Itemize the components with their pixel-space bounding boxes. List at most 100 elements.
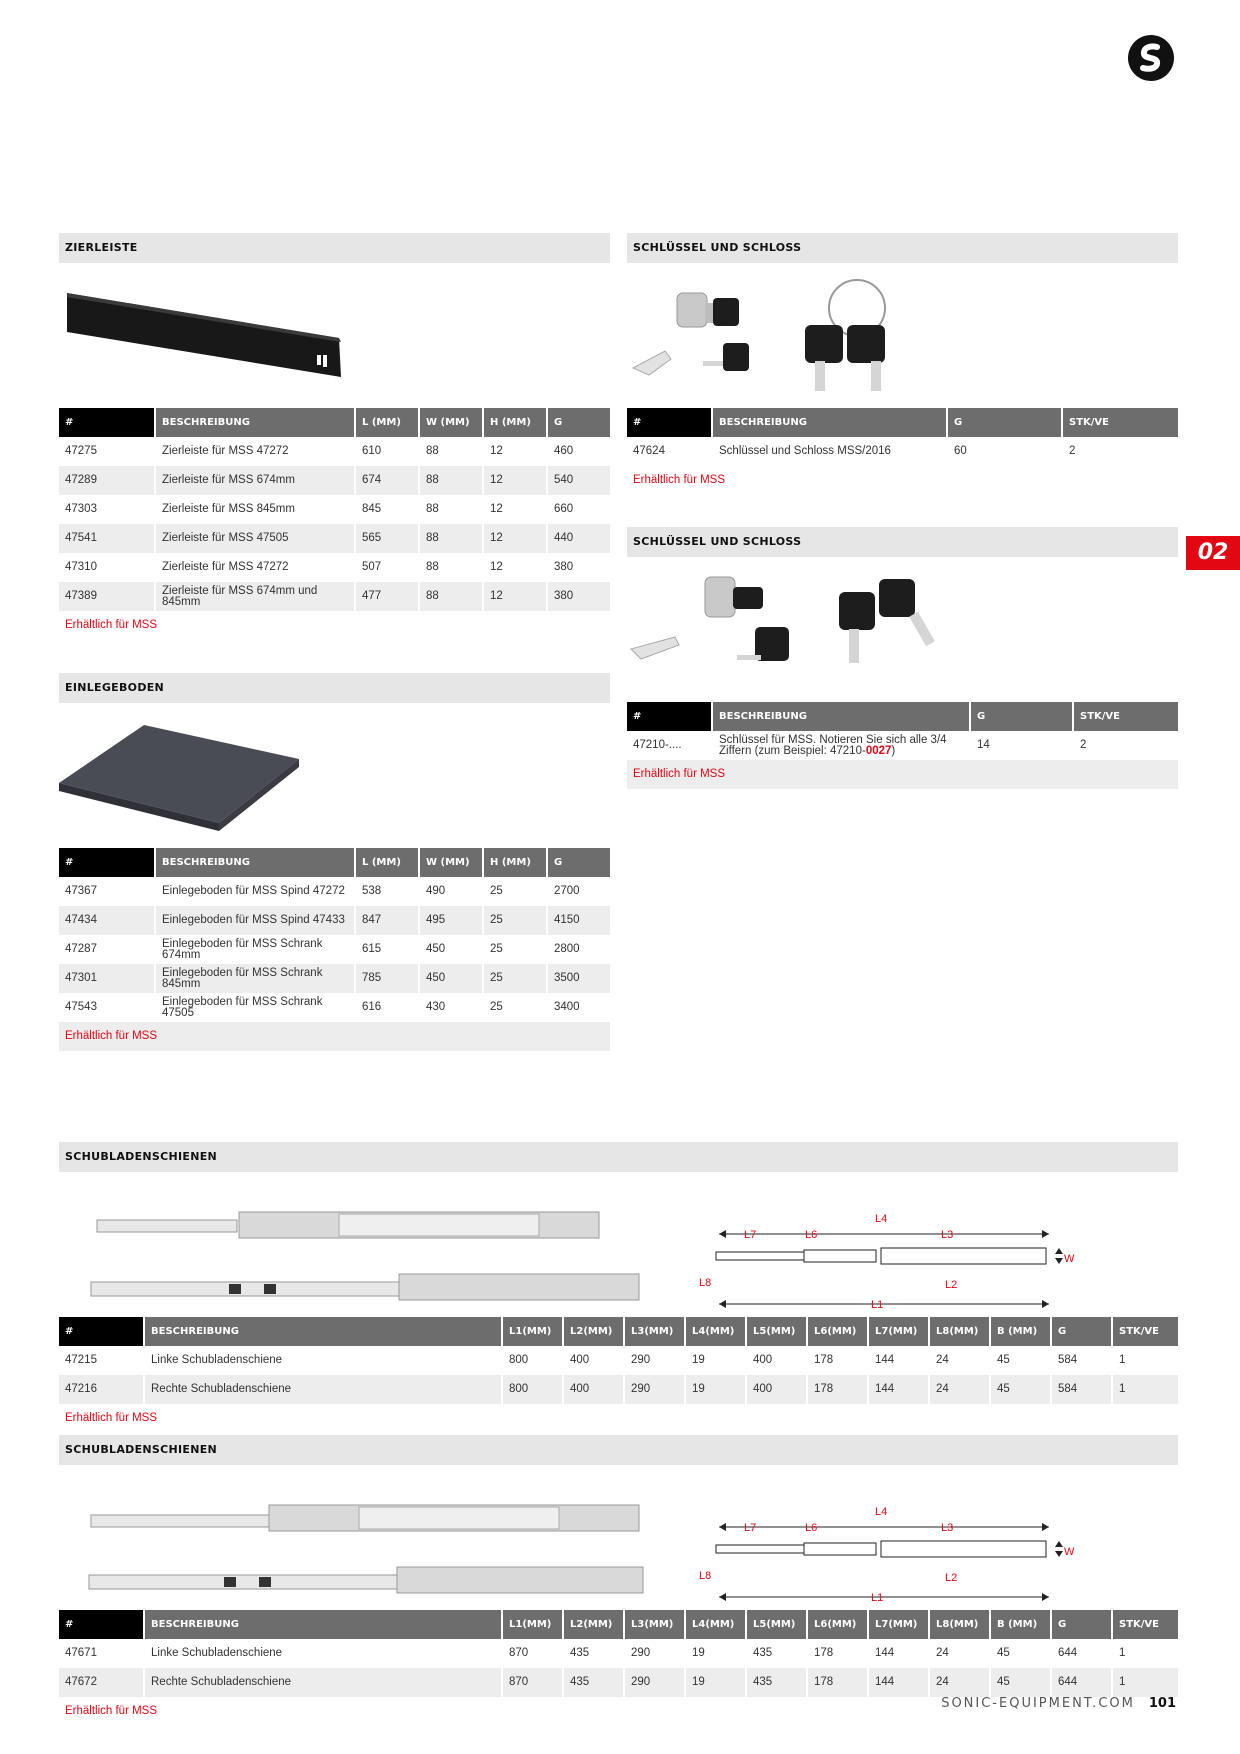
cell: 616: [355, 993, 420, 1022]
cell: Zierleiste für MSS 674mm: [155, 466, 356, 495]
cell: 178: [807, 1668, 869, 1697]
cell: 12: [483, 495, 548, 524]
schienen-2-table: # BESCHREIBUNG L1(MM) L2(MM) L3(MM) L4(M…: [59, 1610, 1178, 1697]
cell: 144: [868, 1375, 930, 1404]
cell: 47301: [59, 964, 156, 993]
column-header: L3(MM): [624, 1317, 686, 1346]
column-header: L5(MM): [746, 1610, 808, 1639]
cell: 178: [807, 1346, 869, 1375]
cell: Einlegeboden für MSS Schrank 47505: [155, 993, 356, 1022]
column-header: L8(MM): [929, 1610, 991, 1639]
l8-label: L8: [699, 1570, 711, 1582]
schienen-1-table: # BESCHREIBUNG L1(MM) L2(MM) L3(MM) L4(M…: [59, 1317, 1178, 1404]
cell: 290: [624, 1346, 686, 1375]
l4-label: L4: [875, 1213, 887, 1225]
cell: 847: [355, 906, 420, 935]
cell: 584: [1051, 1375, 1113, 1404]
availability-note: Erhältlich für MSS: [65, 1705, 158, 1717]
cell: 144: [868, 1346, 930, 1375]
cell: 845: [355, 495, 420, 524]
column-header: G: [947, 408, 1063, 437]
cell: Einlegeboden für MSS Spind 47272: [155, 877, 356, 906]
cell: 88: [419, 466, 484, 495]
website-link[interactable]: SONIC-EQUIPMENT.COM: [941, 1696, 1135, 1711]
column-header: L2(MM): [563, 1317, 625, 1346]
cell: 2700: [554, 885, 580, 897]
cell: 380: [554, 561, 574, 573]
cell: 88: [419, 524, 484, 553]
section-title: SCHLÜSSEL UND SCHLOSS: [627, 233, 1178, 263]
cell: 47215: [59, 1346, 145, 1375]
cell: 47216: [59, 1375, 145, 1404]
cell: 785: [355, 964, 420, 993]
cell: 47541: [59, 524, 156, 553]
table-row: 47541 Zierleiste für MSS 47505 565 88 12…: [59, 524, 610, 553]
cell: 12: [483, 437, 548, 466]
section-title: ZIERLEISTE: [59, 233, 610, 263]
column-header: G: [1051, 1610, 1113, 1639]
cell: 1: [1119, 1354, 1126, 1366]
section-schloss-1: SCHLÜSSEL UND SCHLOSS # BESCHREIBUNG G S…: [627, 233, 1178, 495]
cell: 380: [547, 582, 610, 611]
column-header: L (MM): [355, 408, 420, 437]
section-einlegeboden: EINLEGEBODEN # BESCHREIBUNG L (MM) W (MM…: [59, 673, 610, 1051]
l4-label: L4: [875, 1506, 887, 1518]
column-header: BESCHREIBUNG: [144, 1610, 503, 1639]
einlegeboden-table: # BESCHREIBUNG L (MM) W (MM) H (MM) G 47…: [59, 848, 610, 1022]
dimension-diagram: L7 L6 L4 L3 W L8 L2 L1: [699, 1213, 1075, 1311]
l7-label: L7: [744, 1522, 756, 1534]
cell: 435: [746, 1639, 808, 1668]
table-row: 47672 Rechte Schubladenschiene 870 435 2…: [59, 1668, 1178, 1697]
cell: 800: [502, 1375, 564, 1404]
cell: 2800: [554, 943, 580, 955]
cell: 25: [483, 877, 548, 906]
cell: Einlegeboden für MSS Spind 47433: [155, 906, 356, 935]
cell: 440: [547, 524, 610, 553]
column-header: #: [627, 702, 713, 731]
cell: Zierleiste für MSS 47272: [155, 553, 356, 582]
section-title: SCHUBLADENSCHIENEN: [59, 1435, 1178, 1465]
cell: 47624: [627, 437, 713, 466]
cell: 290: [624, 1668, 686, 1697]
column-header: BESCHREIBUNG: [144, 1317, 503, 1346]
l2-label: L2: [945, 1572, 957, 1584]
cell: 540: [547, 466, 610, 495]
l7-label: L7: [744, 1229, 756, 1241]
cell: 47303: [59, 495, 156, 524]
column-header: L1(MM): [502, 1317, 564, 1346]
cell: 644: [1051, 1639, 1113, 1668]
highlight-digits: 0027: [865, 744, 892, 757]
column-header: L (MM): [355, 848, 420, 877]
column-header: L2(MM): [563, 1610, 625, 1639]
cell: 25: [483, 906, 548, 935]
column-header: L5(MM): [746, 1317, 808, 1346]
cell: 12: [483, 524, 548, 553]
column-header: #: [59, 1317, 145, 1346]
cell: Schlüssel für MSS. Notieren Sie sich all…: [712, 731, 971, 760]
cell: 435: [563, 1639, 625, 1668]
table-row: 47210-.... Schlüssel für MSS. Notieren S…: [627, 731, 1178, 760]
column-header: #: [627, 408, 713, 437]
cell: 24: [929, 1346, 991, 1375]
cell: 450: [419, 935, 484, 964]
cell: Linke Schubladenschiene: [144, 1346, 503, 1375]
availability-note: Erhältlich für MSS: [627, 760, 1178, 789]
cell: 24: [929, 1639, 991, 1668]
cell: 615: [355, 935, 420, 964]
cell: 430: [419, 993, 484, 1022]
cell: 25: [483, 935, 548, 964]
page-number: 101: [1148, 1696, 1176, 1711]
cell: 45: [990, 1375, 1052, 1404]
column-header: L4(MM): [685, 1610, 747, 1639]
page-footer: SONIC-EQUIPMENT.COM 101: [941, 1696, 1176, 1711]
section-schienen-2: SCHUBLADENSCHIENEN L7 L6 L4 L3: [59, 1435, 1178, 1726]
cell: 400: [563, 1375, 625, 1404]
cell: 144: [868, 1639, 930, 1668]
cell: 507: [355, 553, 420, 582]
cell: 584: [1051, 1346, 1113, 1375]
column-header: #: [59, 1610, 145, 1639]
column-header: BESCHREIBUNG: [155, 848, 356, 877]
column-header: STK/VE: [1062, 408, 1178, 437]
cell: 144: [868, 1668, 930, 1697]
cell: 435: [746, 1668, 808, 1697]
